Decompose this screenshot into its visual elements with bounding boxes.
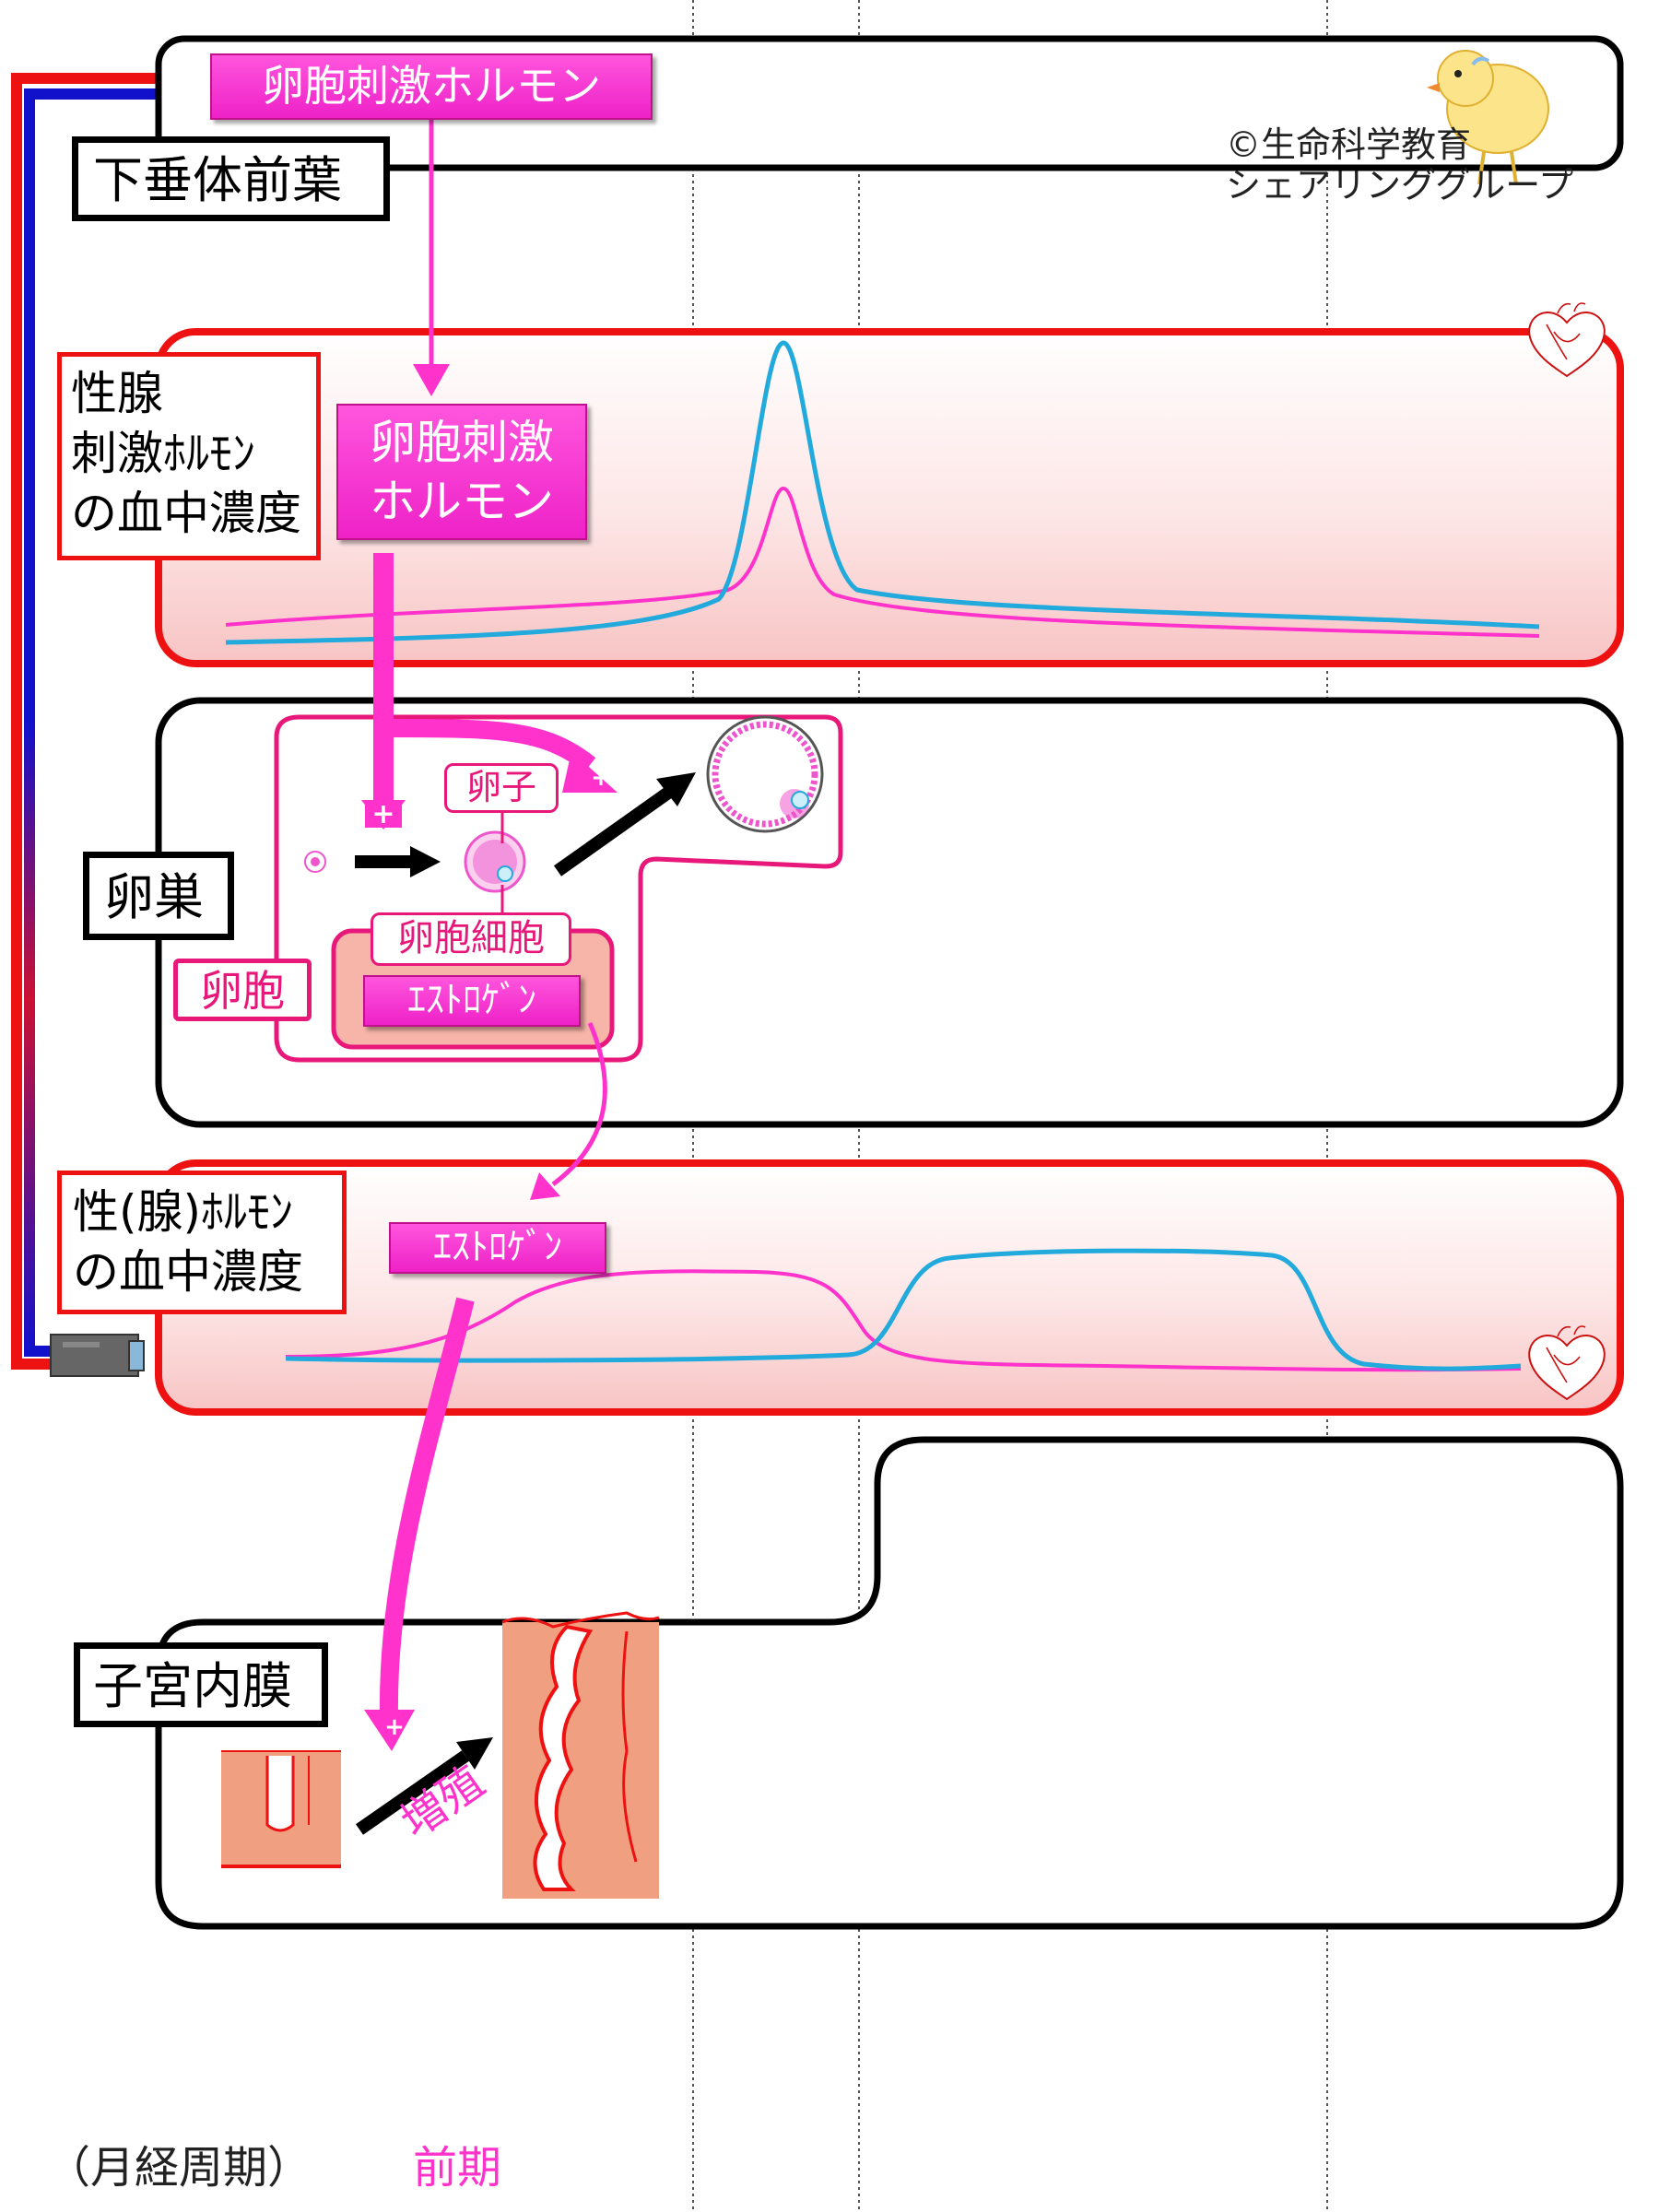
estrogen-stimulation-arrow: + [364,1297,475,1751]
menstrual-cycle-label: （月経周期） [46,2142,312,2194]
fsh-stimulation-arrow: + [361,553,406,830]
pituitary-label: 下垂体前葉 [72,136,390,221]
follicle-label: 卵胞 [173,959,312,1021]
mature-egg-cell [791,791,809,809]
blood-vessel-loop [11,73,159,1370]
endometrium-label: 子宮内膜 [74,1642,328,1727]
copyright-line-1: ©生命科学教育 [1226,124,1472,165]
estrogen-secretion-arrow [530,1022,607,1200]
copyright-text: ©生命科学教育 シェアリンググループ [1226,124,1573,206]
follicle-cell-label: 卵胞細胞 [371,912,571,966]
follicle-growth-arrows [355,772,696,877]
gonadotropin-label-line-1: 性腺 [71,367,163,420]
endometrium-panel [155,1436,1624,1930]
estrogen-blood: ｴｽﾄﾛｹﾞﾝ [389,1222,606,1274]
chick-icon [1427,50,1549,185]
gonadotropin-label-line-3: の血中濃度 [71,487,301,540]
fsh-secretion-arrow [413,120,450,396]
phase-label: 前期 [413,2142,502,2194]
sex-hormone-label: 性(腺)ﾎﾙﾓﾝ の血中濃度 [57,1171,347,1314]
thick-endometrium [501,1611,660,1899]
gonadotropin-label: 性腺 刺激ﾎﾙﾓﾝ の血中濃度 [57,352,321,560]
fsh-middle-line-1: 卵胞刺激 [370,416,554,469]
growing-follicle [464,830,526,893]
fsh-middle-line-2: ホルモン [370,475,554,528]
estrogen-curve [285,1269,1522,1372]
proliferation-arrow [356,1737,493,1835]
gonadotropin-label-line-2: 刺激ﾎﾙﾓﾝ [71,427,255,480]
plus-icon: + [371,798,394,830]
camera-icon [50,1334,145,1377]
fsh-hormone-middle: 卵胞刺激 ホルモン [336,404,587,540]
copyright-line-2: シェアリンググループ [1226,164,1573,206]
heart-icon [1528,1325,1606,1401]
sex-hormone-label-line-1: 性(腺)ﾎﾙﾓﾝ [73,1185,294,1239]
primordial-follicle [304,851,326,873]
fsh-curve [225,486,1540,638]
plus-icon: + [384,1713,405,1741]
fsh-hormone-top: 卵胞刺激ホルモン [210,53,653,120]
egg-cell [497,865,513,882]
egg-label: 卵子 [444,763,559,813]
estrogen-ovary: ｴｽﾄﾛｹﾞﾝ [363,975,581,1027]
lh-curve [225,340,1540,645]
sex-hormone-band [155,1159,1624,1416]
sex-hormone-label-line-2: の血中濃度 [73,1245,303,1299]
mature-follicle [706,715,824,833]
fsh-curved-arrow: + [382,719,618,793]
heart-icon [1528,302,1606,378]
thin-endometrium [221,1750,341,1868]
follicle-outline [274,714,843,1063]
plus-icon: + [591,764,611,792]
progesterone-curve [285,1248,1522,1371]
ovary-label: 卵巣 [83,852,234,940]
